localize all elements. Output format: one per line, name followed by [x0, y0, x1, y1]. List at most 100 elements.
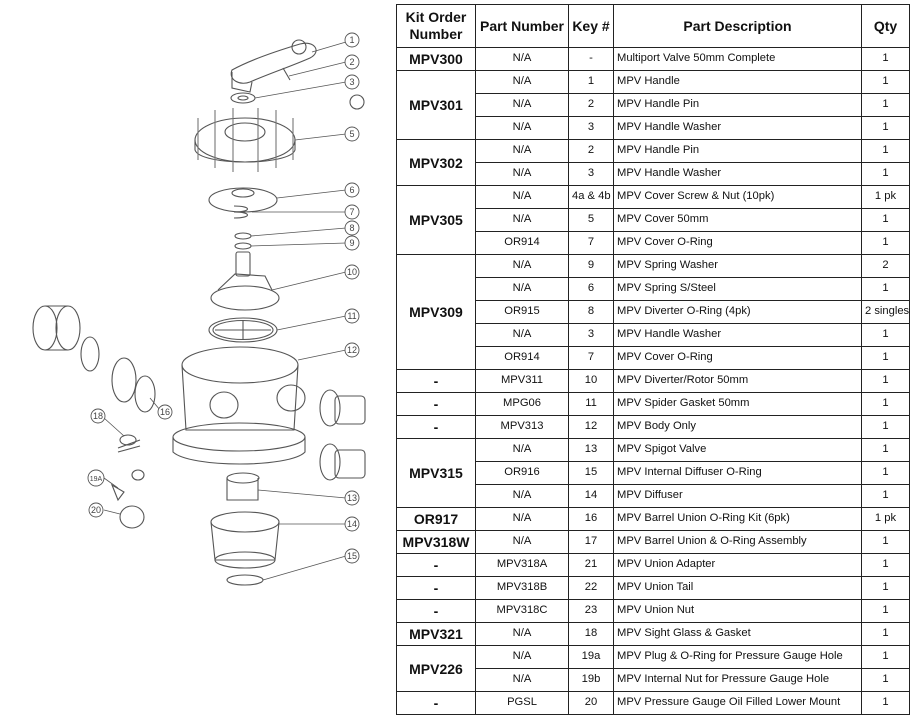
- qty-cell: 1: [861, 208, 910, 232]
- callout-bubble: [344, 126, 360, 142]
- callout-bubble: [344, 490, 360, 506]
- callout-label: 8: [349, 223, 354, 233]
- part-number-cell: OR914: [475, 231, 569, 255]
- part-number-cell: OR914: [475, 346, 569, 370]
- part-description-cell: MPV Pressure Gauge Oil Filled Lower Moun…: [613, 691, 862, 715]
- qty-cell: 2 singles: [861, 300, 910, 324]
- part-number-cell: N/A: [475, 47, 569, 71]
- key-number-cell: 2: [568, 93, 614, 117]
- part-description-cell: Multiport Valve 50mm Complete: [613, 47, 862, 71]
- callout-bubble: [88, 502, 104, 518]
- qty-cell: 1: [861, 576, 910, 600]
- key-number-cell: 3: [568, 323, 614, 347]
- part-description-cell: MPV Handle Pin: [613, 139, 862, 163]
- callout-bubble: [344, 74, 360, 90]
- header-qty: Qty: [861, 4, 910, 48]
- part-number-cell: N/A: [475, 438, 569, 462]
- callout-bubble: [344, 54, 360, 70]
- handle-part: [230, 42, 317, 84]
- part-description-cell: MPV Diffuser: [613, 484, 862, 508]
- part-description-cell: MPV Spigot Valve: [613, 438, 862, 462]
- qty-cell: 2: [861, 254, 910, 278]
- part-description-cell: MPV Internal Diffuser O-Ring: [613, 461, 862, 485]
- callout-label: 14: [347, 519, 357, 529]
- key-number-cell: 14: [568, 484, 614, 508]
- callout-label: 9: [349, 238, 354, 248]
- parts-table: Kit Order Number Part Number Key # Part …: [396, 4, 910, 715]
- kit-order-number-cell: MPV309: [396, 254, 476, 370]
- qty-cell: 1: [861, 70, 910, 94]
- header-part-description: Part Description: [613, 4, 862, 48]
- part-description-cell: MPV Plug & O-Ring for Pressure Gauge Hol…: [613, 645, 862, 669]
- callout-label: 11: [347, 311, 356, 321]
- kit-order-number-cell: MPV301: [396, 70, 476, 140]
- part-number-cell: PGSL: [475, 691, 569, 715]
- part-description-cell: MPV Barrel Union & O-Ring Assembly: [613, 530, 862, 554]
- part-number-cell: MPG06: [475, 392, 569, 416]
- part-description-cell: MPV Handle: [613, 70, 862, 94]
- part-number-cell: N/A: [475, 530, 569, 554]
- part-description-cell: MPV Sight Glass & Gasket: [613, 622, 862, 646]
- key-number-cell: -: [568, 47, 614, 71]
- part-number-cell: N/A: [475, 484, 569, 508]
- part-number-cell: N/A: [475, 162, 569, 186]
- callout-label: 2: [349, 57, 354, 67]
- key-number-cell: 16: [568, 507, 614, 531]
- part-number-cell: N/A: [475, 323, 569, 347]
- part-description-cell: MPV Handle Pin: [613, 93, 862, 117]
- callout-bubble: [344, 204, 360, 220]
- qty-cell: 1: [861, 392, 910, 416]
- part-description-cell: MPV Spider Gasket 50mm: [613, 392, 862, 416]
- part-number-cell: N/A: [475, 93, 569, 117]
- callout-bubble: [157, 404, 173, 420]
- qty-cell: 1: [861, 346, 910, 370]
- qty-cell: 1: [861, 622, 910, 646]
- part-number-cell: MPV318A: [475, 553, 569, 577]
- callout-label: 6: [349, 185, 354, 195]
- part-number-cell: OR915: [475, 300, 569, 324]
- kit-order-number-cell: MPV318W: [396, 530, 476, 554]
- qty-cell: 1: [861, 323, 910, 347]
- callout-label: 16: [160, 407, 170, 417]
- key-number-cell: 15: [568, 461, 614, 485]
- part-number-cell: N/A: [475, 668, 569, 692]
- kit-order-number-cell: -: [396, 691, 476, 715]
- part-number-cell: N/A: [475, 116, 569, 140]
- header-kit-order-number: Kit Order Number: [396, 4, 476, 48]
- part-description-cell: MPV Spring Washer: [613, 254, 862, 278]
- qty-cell: 1: [861, 438, 910, 462]
- key-number-cell: 7: [568, 231, 614, 255]
- key-number-cell: 23: [568, 599, 614, 623]
- key-number-cell: 19a: [568, 645, 614, 669]
- qty-cell: 1: [861, 116, 910, 140]
- part-number-cell: N/A: [475, 139, 569, 163]
- part-number-cell: N/A: [475, 208, 569, 232]
- part-number-cell: MPV318B: [475, 576, 569, 600]
- qty-cell: 1: [861, 369, 910, 393]
- header-part-number: Part Number: [475, 4, 569, 48]
- part-number-cell: N/A: [475, 645, 569, 669]
- key-number-cell: 3: [568, 116, 614, 140]
- qty-cell: 1: [861, 162, 910, 186]
- qty-cell: 1: [861, 668, 910, 692]
- qty-cell: 1: [861, 530, 910, 554]
- key-number-cell: 2: [568, 139, 614, 163]
- kit-order-number-cell: -: [396, 392, 476, 416]
- part-description-cell: MPV Cover O-Ring: [613, 346, 862, 370]
- part-number-cell: MPV311: [475, 369, 569, 393]
- callout-bubble: [344, 32, 360, 48]
- kit-order-number-cell: MPV305: [396, 185, 476, 255]
- part-number-cell: N/A: [475, 622, 569, 646]
- qty-cell: 1: [861, 277, 910, 301]
